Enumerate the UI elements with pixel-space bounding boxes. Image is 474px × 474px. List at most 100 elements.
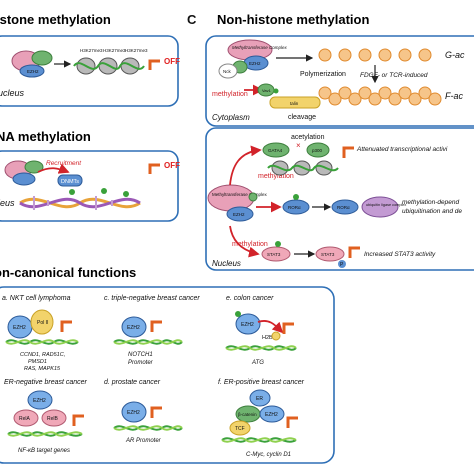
flag-b: [72, 414, 84, 426]
notch1-label: NOTCH1: [128, 352, 153, 358]
ar-promoter-label: AR Promoter: [125, 438, 162, 444]
panel-a-box: [0, 35, 179, 107]
ezh2-label-c2: EZH2: [233, 212, 245, 217]
methyltransferase-complex-c2: Methyltransferase Complex EZH2: [207, 184, 268, 222]
gata4-shape: [262, 142, 290, 158]
panel-c-title: Non-histone methylation: [217, 12, 369, 27]
case-f-label: f. ER-positive breast cancer: [218, 379, 305, 386]
tcf-shape: [229, 420, 251, 436]
recruitment-label: Recruitment: [46, 160, 82, 167]
er-shape: [249, 389, 271, 407]
panel-b-box: [0, 150, 179, 222]
vav1-label: Vav1: [262, 88, 272, 93]
g-actin-label: G-ac: [445, 50, 465, 60]
cleavage-label: cleavage: [288, 114, 316, 121]
off-label-b: OFF: [164, 161, 180, 170]
phospho-mark: [338, 260, 346, 268]
recruitment-arrow: [37, 163, 70, 174]
ubiquitination-label-1: methylation-depend: [402, 199, 459, 206]
flag-f: [286, 416, 298, 428]
methyltransferase-complex-c1: Methyltransferase Complex EZH2 Nck: [218, 39, 288, 79]
beta-catenin-text: β-catenin: [238, 412, 257, 417]
ezh2-label-a: EZH2: [27, 69, 39, 74]
stat3-label-2: STAT3: [321, 252, 335, 257]
rela-text: RelA: [19, 416, 31, 422]
genes-a-line2: PMSD1: [28, 359, 47, 365]
genes-a-line1: CCND1, RAD51C,: [20, 352, 65, 358]
stat3-activity-label: Increased STAT3 activity: [364, 251, 436, 258]
f-actin-label: F-ac: [445, 91, 464, 101]
tcf-text: TCF: [235, 426, 245, 432]
transcription-flag-b: [148, 163, 160, 174]
dnmts-box: [57, 174, 83, 187]
ror-label-2: RORα: [337, 205, 350, 210]
talin-helper-label: Nck: [223, 69, 231, 74]
pol2-shape: [30, 309, 54, 335]
panel-b-title: NA methylation: [0, 129, 91, 144]
nucleus-label-c: Nucleus: [212, 259, 241, 268]
nucleosomes-a: H3K27me3 H3K27me3 H3K27me3: [73, 48, 148, 75]
er-text: ER: [256, 396, 263, 402]
f-actin-filament: [318, 86, 442, 106]
atg-label: ATG: [251, 360, 264, 366]
cytoplasm-box: [205, 35, 474, 127]
stat3-label: STAT3: [267, 252, 281, 257]
attenuated-label: Attenuated transcriptional activi: [356, 146, 448, 153]
ezh2-text-f: EZH2: [265, 412, 278, 418]
methylation-arrow-stat3: [229, 225, 260, 258]
case-b-label: ER-negative breast cancer: [4, 379, 88, 386]
flag-e: [282, 322, 294, 334]
ezh2-label-c1: EZH2: [249, 61, 261, 66]
ezh2-text-b: EZH2: [33, 398, 46, 404]
ezh2-shape-f: [259, 405, 285, 423]
g-actin-monomers: [318, 48, 432, 62]
methylation-arrow-gata4: [229, 145, 262, 186]
stat3-methyl-mark: [275, 241, 281, 247]
dnmts-label: DNMTs: [61, 179, 79, 185]
stat3-shape-2: [315, 246, 345, 262]
ezh2-shape-b: [27, 390, 53, 410]
mt-complex-label-c2: Methyltransferase Complex: [212, 192, 268, 197]
ubiquitin-ligase-shape: [361, 196, 399, 218]
nfkb-genes-label: NF-κB target genes: [18, 448, 70, 454]
flag-d: [150, 406, 162, 418]
relb-text: RelB: [47, 416, 59, 422]
fgf-tcr-label: FDGF- or TCR-induced: [360, 72, 428, 79]
h3k27me3-label-2: H3K27me3: [103, 48, 126, 53]
panel-c-letter: C: [187, 12, 197, 27]
ezh2-shape-d: [121, 401, 147, 423]
flag-a: [60, 320, 72, 332]
case-e-label: e. colon cancer: [226, 295, 274, 302]
transcription-flag-a: [148, 59, 160, 70]
nucleus-label-b: leus: [0, 198, 15, 208]
ror-methyl-mark: [293, 194, 299, 200]
pol2-text: Pol II: [37, 320, 48, 326]
phospho-label: P: [340, 262, 344, 268]
p300-shape: [306, 142, 330, 158]
transcription-flag-stat3: [348, 246, 360, 258]
case-c-label: c. triple-negative breast cancer: [104, 295, 200, 302]
gata4-label: GATA4: [268, 148, 283, 153]
ubiquitination-label-2: ubiquitination and de: [402, 208, 462, 215]
flag-c: [150, 320, 162, 332]
methylation-label-c3: methylation: [232, 241, 268, 248]
panel-d-title: on-canonical functions: [0, 265, 136, 280]
prc2-complex-b: [4, 160, 44, 186]
talin-label: talin: [290, 101, 299, 106]
ezh2-text-e: EZH2: [241, 322, 254, 328]
ezh2-shape-c: [121, 316, 147, 338]
prc2-complex-a: EZH2: [11, 50, 53, 78]
case-d-label: d. prostate cancer: [104, 379, 161, 386]
ubiquitin-ligase-label: ubiquitin ligase complex: [366, 203, 406, 207]
mt-complex-label-c1: Methyltransferase Complex: [232, 45, 288, 50]
dna-strand-b: [19, 188, 141, 210]
p300-label: p300: [312, 148, 323, 153]
stat3-shape: [261, 246, 291, 262]
nucleus-label-a: ucleus: [0, 88, 25, 98]
block-mark: ×: [296, 141, 301, 150]
cmyc-cyclin-label: C-Myc, cyclin D1: [246, 452, 291, 458]
talin-vav-complex: Vav1 talin: [257, 83, 321, 109]
nucleosomes-c: [267, 160, 339, 176]
